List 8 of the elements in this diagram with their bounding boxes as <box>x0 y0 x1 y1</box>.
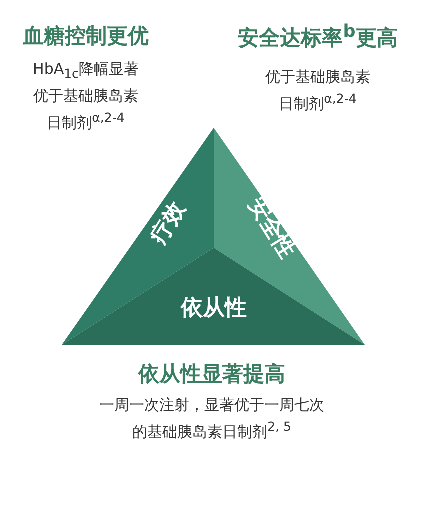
heading: 血糖控制更优 <box>23 23 149 50</box>
segment-label: 疗效 <box>145 196 192 250</box>
description-text: HbA$_{1c}$降幅显著优于基础胰岛素日制剂$^{α,2-4}$ <box>32 59 140 134</box>
heading: 安全达标率$^{b}$更高 <box>238 22 398 52</box>
description-text: 优于基础胰岛素日制剂$^{α,2-4}$ <box>264 67 372 115</box>
description-text: 一周一次注射，显著优于一周七次的基础胰岛素日制剂$^{2, 5}$ <box>98 395 326 443</box>
segment-label: 依从性 <box>181 295 247 323</box>
heading: 依从性显著提高 <box>138 361 286 388</box>
